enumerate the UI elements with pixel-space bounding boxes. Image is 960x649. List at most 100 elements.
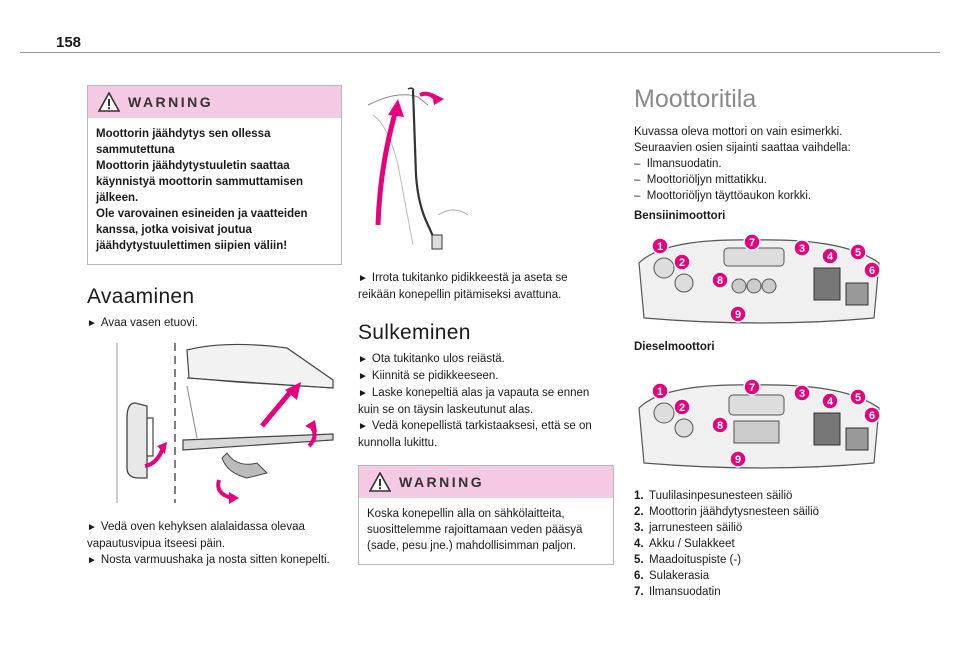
intro-line: Seuraavien osien sijainti saattaa vaihde… — [634, 142, 851, 154]
callout-marker-label: 8 — [717, 420, 723, 432]
legend-item: 3.jarrunesteen säiliö — [634, 520, 894, 536]
callout-marker — [849, 243, 867, 261]
callout-marker-label: 9 — [735, 454, 741, 466]
callout-marker — [729, 305, 747, 323]
step-text: Ota tukitanko ulos reiästä. — [371, 353, 505, 365]
arrow-bullet-icon: ► — [358, 354, 368, 365]
dash-text: Moottoriöljyn mittatikku. — [646, 174, 767, 186]
callout-marker — [849, 388, 867, 406]
arrow-bullet-icon: ► — [358, 388, 368, 399]
warning-text: Moottorin jäähdytys sen ollessa sammutet… — [88, 118, 341, 264]
warning-line: Koska konepellin alla on sähkölaitteita, — [367, 508, 565, 520]
legend-number: 1. — [634, 490, 644, 502]
legend-text: Tuulilasinpesunesteen säiliö — [649, 490, 793, 502]
legend-text: Ilmansuodatin — [649, 586, 721, 598]
callout-marker — [743, 378, 761, 396]
callout-marker-label: 2 — [679, 402, 685, 414]
legend-item: 7. Ilmansuodatin — [634, 584, 894, 600]
illustration-support-rod — [367, 87, 469, 250]
dash-item: – Ilmansuodatin. — [634, 158, 722, 170]
legend-item: 5. Maadoituspiste (-) — [634, 552, 894, 568]
dash-item: – Moottoriöljyn mittatikku. — [634, 174, 767, 186]
legend-item: 4.Akku / Sulakkeet — [634, 536, 894, 552]
callout-marker-label: 3 — [799, 388, 805, 400]
callout-marker-label: 4 — [827, 396, 834, 408]
dash-item: – Moottoriöljyn täyttöaukon korkki. — [634, 190, 812, 202]
callout-marker-label: 7 — [749, 382, 755, 394]
step-open-door: ►Avaa vasen etuovi. — [87, 315, 342, 332]
legend-number: 3. — [634, 522, 644, 534]
legend-item: 2. Moottorin jäähdytysnesteen säiliö — [634, 504, 894, 520]
callout-marker-label: 2 — [679, 257, 685, 269]
callout-marker — [651, 237, 669, 255]
callout-marker-label: 1 — [657, 386, 663, 398]
arrow-bullet-icon: ► — [87, 555, 97, 566]
legend-number: 5. — [634, 554, 644, 566]
step-close-2: ►Kiinnitä se pidikkeeseen. — [358, 368, 614, 385]
callout-marker-label: 9 — [735, 309, 741, 321]
step-lift-hood: ►Nosta varmuushaka ja nosta sitten konep… — [87, 552, 342, 569]
legend-number: 4. — [634, 538, 644, 550]
step-text: Laske konepeltiä alas ja vapauta se enne… — [371, 387, 590, 399]
callout-marker-label: 5 — [855, 247, 861, 259]
warning-header: WARNING — [88, 86, 341, 118]
column-middle: ► Irrota tukitanko pidikkeestä ja aseta s… — [358, 85, 614, 565]
section-title-engine-bay: Moottoritila — [634, 85, 757, 113]
warning-line: Ole varovainen esineiden ja vaatteiden — [96, 208, 308, 220]
step-text: Irrota tukitanko pidikkeestä ja aseta se — [371, 272, 568, 284]
step-text: kuin se on täysin laskeutunut alas. — [358, 404, 534, 416]
section-title-closing: Sulkeminen — [358, 321, 471, 344]
callout-marker — [673, 398, 691, 416]
callout-marker — [821, 247, 839, 265]
callout-marker — [673, 253, 691, 271]
dash-text: Ilmansuodatin. — [646, 158, 722, 170]
legend-number: 2. — [634, 506, 644, 518]
warning-line: jälkeen. — [96, 192, 139, 204]
callout-marker — [729, 450, 747, 468]
illustration-hood-release — [116, 343, 334, 504]
header-rule — [20, 52, 940, 53]
legend-text: Moottorin jäähdytysnesteen säiliö — [649, 506, 820, 518]
warning-box-cooling-fan: WARNING Moottorin jäähdytys sen ollessa … — [87, 85, 342, 265]
callout-marker — [863, 261, 881, 279]
callout-marker — [743, 233, 761, 251]
callout-marker — [711, 271, 729, 289]
legend-list: 1. Tuulilasinpesunesteen säiliö 2. Moottor… — [634, 488, 894, 600]
warning-label: WARNING — [128, 94, 214, 110]
column-left: WARNING Moottorin jäähdytys sen ollessa … — [87, 85, 342, 569]
page-number: 158 — [56, 34, 82, 51]
callout-marker-label: 7 — [749, 237, 755, 249]
intro-line: Kuvassa oleva mottori on vain esimerkki. — [634, 126, 843, 138]
warning-line: suosittelemme rajoittamaan veden pääsyä — [367, 524, 583, 536]
warning-box-electrical: WARNING Koska konepellin alla on sähköla… — [358, 465, 614, 565]
step-fix-rod: ►Irrota tukitanko pidikkeestä ja aseta s… — [358, 270, 614, 303]
step-text: Vedä oven kehyksen alalaidassa olevaa — [100, 521, 305, 533]
callout-marker — [821, 392, 839, 410]
callout-marker-label: 6 — [869, 410, 875, 422]
warning-triangle-icon — [369, 472, 391, 492]
step-text: Nosta varmuushaka ja nosta sitten konepe… — [100, 554, 330, 566]
callout-marker — [711, 416, 729, 434]
step-text: Avaa vasen etuovi. — [100, 317, 198, 329]
step-text: Vedä konepellistä tarkistaaksesi, että s… — [371, 420, 592, 432]
subheading-diesel: Dieselmoottori — [634, 341, 715, 353]
warning-header: WARNING — [359, 466, 613, 498]
step-text: Kiinnitä se pidikkeeseen. — [371, 370, 499, 382]
legend-item: 6.Sulakerasia — [634, 568, 894, 584]
warning-line: kanssa, jotka voisivat joutua — [96, 224, 252, 236]
step-text: kunnolla lukittu. — [358, 437, 438, 449]
callout-marker-label: 8 — [717, 275, 723, 287]
legend-text: Maadoituspiste (-) — [649, 554, 742, 566]
warning-line: Moottorin jäähdytys sen ollessa — [96, 128, 271, 140]
callout-marker — [793, 239, 811, 257]
warning-line: Moottorin jäähdytystuuletin saattaa — [96, 160, 290, 172]
warning-text: Koska konepellin alla on sähkölaitteita,… — [359, 498, 613, 564]
warning-line: sammutettuna — [96, 144, 175, 156]
step-close-1: ►Ota tukitanko ulos reiästä. — [358, 351, 614, 368]
step-pull-lever: ►Vedä oven kehyksen alalaidassa olevaa v… — [87, 519, 342, 552]
legend-number: 7. — [634, 586, 644, 598]
